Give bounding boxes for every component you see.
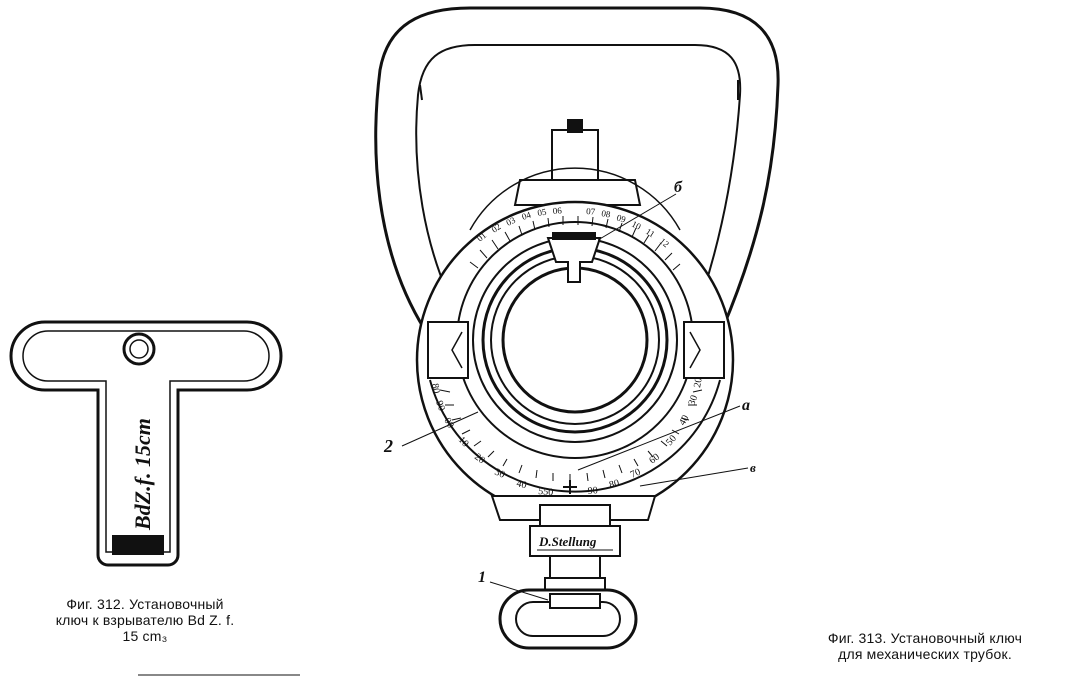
- callout-2-line: [401, 411, 479, 447]
- name-plate: [529, 525, 621, 557]
- upper-scale-ticks: [469, 216, 681, 271]
- name-plate-text: D.Stellung: [538, 534, 597, 549]
- scale-label: 90: [433, 399, 447, 412]
- callout-1-line: [489, 581, 549, 601]
- scale-label: 05: [537, 206, 548, 217]
- caption-line: 15 cm₃: [122, 628, 168, 644]
- pointer-mark: [563, 480, 577, 494]
- scale-label: 06: [552, 205, 562, 216]
- t-key-outline: [9, 320, 283, 567]
- scale-label: 08: [601, 208, 612, 219]
- right-clamp: [683, 321, 725, 379]
- t-key-inscription: BdZ.f. 15cm: [130, 418, 155, 531]
- scale-label: 20: [692, 377, 705, 389]
- scale-label: 40: [515, 478, 527, 491]
- top-post: [551, 129, 599, 181]
- callout-a-line: [577, 405, 741, 471]
- left-clamp: [427, 321, 469, 379]
- scale-label: 90: [587, 485, 598, 497]
- t-key-tip: [112, 535, 164, 555]
- upper-scale-plate: [513, 179, 642, 206]
- scale-label: 70: [629, 467, 643, 481]
- callout-b-line: [597, 193, 677, 241]
- t-key-inner-outline: [22, 330, 270, 553]
- scale-label: 09: [615, 212, 627, 224]
- upper-key-tab: [546, 237, 602, 283]
- scale-label: 30: [493, 467, 507, 481]
- lower-scale-arc: [429, 379, 721, 493]
- handle-outer: [374, 6, 780, 331]
- lower-scale-ticks: [439, 389, 703, 482]
- caption-line: Фиг. 313. Установочный ключ: [827, 630, 1023, 646]
- caption-line: Фиг. 312. Установочный: [66, 596, 224, 612]
- figure-313-caption: Фиг. 313. Установочный ключ для механиче…: [790, 630, 1060, 662]
- scale-label: 30: [686, 394, 700, 407]
- scale-label: 550: [538, 486, 554, 498]
- callout-v-line: [639, 467, 749, 487]
- shank: [549, 555, 601, 579]
- neck: [539, 504, 611, 528]
- handle-inner: [415, 44, 742, 331]
- callout-a-label: a: [742, 397, 750, 414]
- callout-1-label: 1: [478, 569, 486, 586]
- scale-label: 07: [586, 206, 596, 217]
- figure-312-caption: Фиг. 312. Установочный ключ к взрывателю…: [14, 596, 276, 644]
- scale-label: 80: [429, 383, 442, 395]
- caption-line: для механических трубок.: [838, 646, 1012, 662]
- callout-v-label: в: [750, 460, 756, 475]
- scale-label: 40: [677, 413, 692, 427]
- caption-line: ключ к взрывателю Bd Z. f.: [55, 612, 235, 628]
- setting-key-figure: D.Stellung: [374, 6, 780, 650]
- scale-label: 04: [521, 209, 533, 221]
- callout-2-label: 2: [383, 436, 393, 456]
- t-key-hole: [122, 332, 156, 366]
- t-key-figure: BdZ.f. 15cm: [9, 320, 283, 567]
- scale-label: 80: [608, 478, 620, 491]
- scale-label: 00: [441, 416, 456, 430]
- callout-b-label: б: [674, 179, 683, 196]
- bottom-ring-outer: [498, 588, 638, 650]
